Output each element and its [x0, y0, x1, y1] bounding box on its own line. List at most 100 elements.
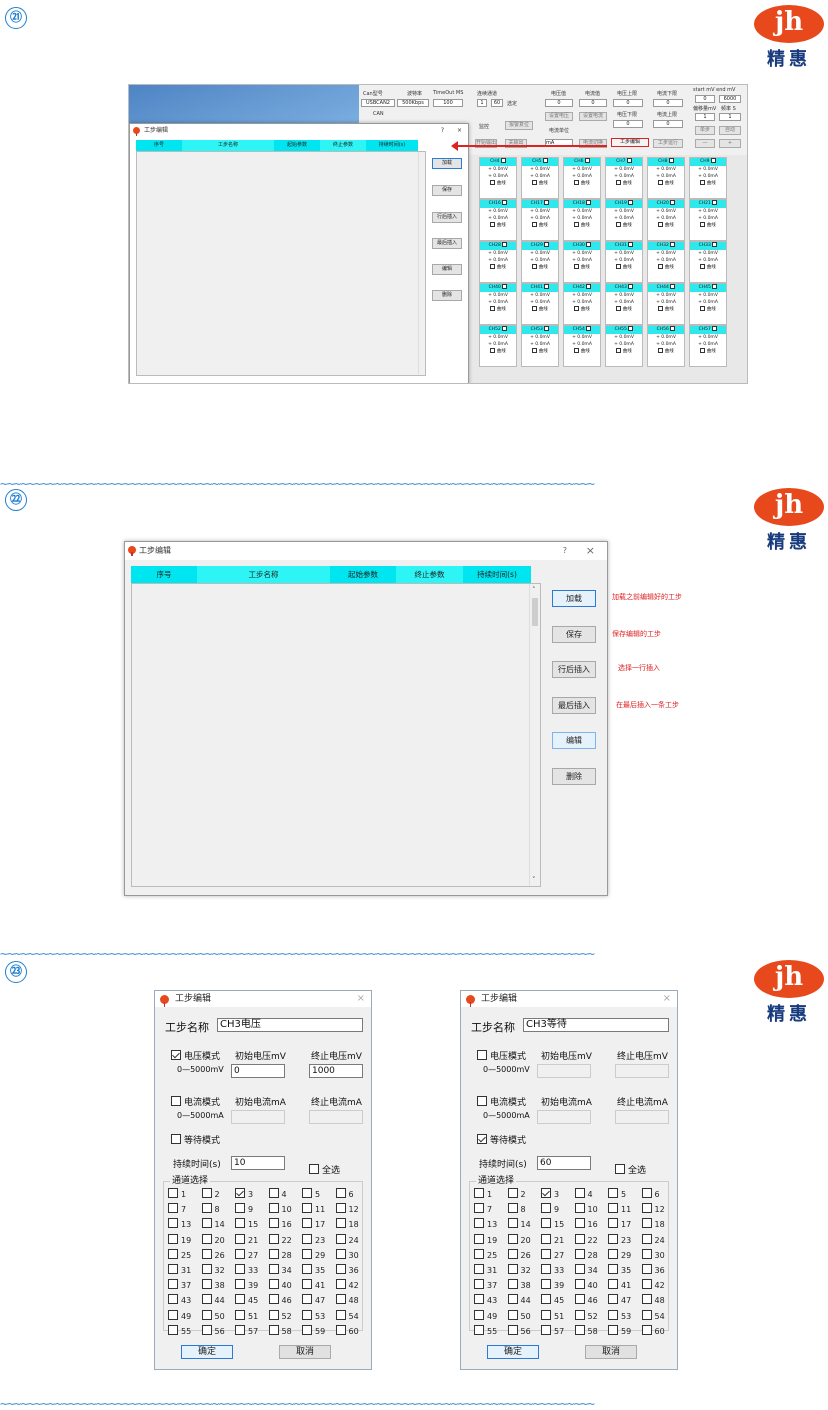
- curve-checkbox[interactable]: [658, 264, 664, 269]
- channel-checkbox[interactable]: [500, 158, 506, 163]
- channel-checkbox-12[interactable]: 12: [641, 1203, 665, 1214]
- channel-checkbox-48[interactable]: 48: [335, 1294, 359, 1305]
- channel-checkbox-26[interactable]: 26: [507, 1248, 531, 1260]
- channel-checkbox-1[interactable]: 1: [168, 1188, 186, 1199]
- curve-checkbox[interactable]: [532, 264, 538, 269]
- curve-checkbox[interactable]: [532, 306, 538, 311]
- channel-checkbox[interactable]: [586, 200, 592, 205]
- current-mode-checkbox[interactable]: 电流模式: [171, 1095, 220, 1108]
- channel-checkbox[interactable]: [586, 326, 592, 331]
- channel-header[interactable]: CH53: [522, 326, 558, 334]
- channel-curve[interactable]: 曲线: [648, 180, 684, 187]
- alarm-reset-button[interactable]: 报警复位: [505, 121, 533, 130]
- cont-to-input[interactable]: 60: [491, 99, 503, 107]
- curve-checkbox[interactable]: [574, 264, 580, 269]
- channel-checkbox-39[interactable]: 39: [541, 1279, 564, 1290]
- channel-checkbox-9[interactable]: 9: [541, 1203, 559, 1214]
- table-scrollbar[interactable]: [418, 152, 425, 374]
- channel-header[interactable]: CH56: [648, 326, 684, 334]
- channel-checkbox[interactable]: [502, 284, 508, 289]
- close-icon[interactable]: ×: [585, 544, 595, 557]
- channel-header[interactable]: CH5: [522, 158, 558, 166]
- channel-checkbox-59[interactable]: 59: [608, 1324, 631, 1336]
- channel-checkbox-16[interactable]: 16: [574, 1218, 598, 1229]
- channel-checkbox[interactable]: [628, 200, 634, 205]
- curve-checkbox[interactable]: [490, 306, 496, 311]
- cont-from-input[interactable]: 1: [477, 99, 487, 107]
- channel-checkbox-7[interactable]: 7: [474, 1203, 492, 1214]
- channel-checkbox-1[interactable]: 1: [474, 1188, 492, 1199]
- ok-button[interactable]: 确定: [487, 1345, 539, 1359]
- channel-checkbox-45[interactable]: 45: [235, 1294, 258, 1305]
- channel-checkbox-27[interactable]: 27: [541, 1248, 564, 1260]
- channel-checkbox[interactable]: [626, 158, 632, 163]
- channel-checkbox-20[interactable]: 20: [507, 1233, 531, 1245]
- insert-last-button[interactable]: 最后插入: [432, 238, 462, 249]
- channel-checkbox-57[interactable]: 57: [541, 1324, 564, 1336]
- curve-checkbox[interactable]: [490, 222, 496, 227]
- channel-checkbox-40[interactable]: 40: [268, 1279, 292, 1290]
- channel-checkbox-58[interactable]: 58: [574, 1324, 598, 1336]
- duration-input[interactable]: 60: [537, 1156, 591, 1170]
- channel-checkbox[interactable]: [670, 200, 676, 205]
- channel-checkbox-52[interactable]: 52: [574, 1309, 598, 1321]
- end-mv-input[interactable]: 6000: [719, 95, 741, 103]
- checkbox-box[interactable]: [171, 1050, 181, 1060]
- channel-checkbox-53[interactable]: 53: [608, 1309, 631, 1321]
- channel-header[interactable]: CH29: [522, 242, 558, 250]
- v-lower-input[interactable]: 0: [613, 120, 643, 128]
- channel-curve[interactable]: 曲线: [480, 306, 516, 313]
- insert-after-button[interactable]: 行后插入: [552, 661, 596, 678]
- channel-header[interactable]: CH7: [606, 158, 642, 166]
- channel-header[interactable]: CH19: [606, 200, 642, 208]
- channel-checkbox[interactable]: [712, 284, 718, 289]
- start-output-button[interactable]: 开始输出: [475, 139, 497, 148]
- channel-checkbox[interactable]: [628, 326, 634, 331]
- channel-curve[interactable]: 曲线: [648, 306, 684, 313]
- step-table-body[interactable]: [136, 151, 426, 376]
- close-icon[interactable]: ×: [456, 127, 462, 134]
- channel-checkbox-3[interactable]: 3: [235, 1188, 253, 1199]
- insert-after-button[interactable]: 行后插入: [432, 212, 462, 223]
- channel-checkbox-38[interactable]: 38: [201, 1279, 225, 1290]
- channel-checkbox-42[interactable]: 42: [335, 1279, 359, 1290]
- start-mv-input[interactable]: 0: [695, 95, 715, 103]
- checkbox-box[interactable]: [615, 1164, 625, 1174]
- channel-checkbox-22[interactable]: 22: [268, 1233, 292, 1245]
- curve-checkbox[interactable]: [616, 222, 622, 227]
- channel-checkbox-18[interactable]: 18: [641, 1218, 665, 1229]
- init-current-input[interactable]: [537, 1110, 591, 1124]
- channel-checkbox-41[interactable]: 41: [608, 1279, 631, 1290]
- delete-button[interactable]: 删除: [552, 768, 596, 785]
- single-step-button[interactable]: 单步: [695, 126, 715, 135]
- channel-checkbox-26[interactable]: 26: [201, 1248, 225, 1260]
- channel-curve[interactable]: 曲线: [522, 222, 558, 229]
- channel-checkbox-29[interactable]: 29: [608, 1248, 631, 1260]
- curve-checkbox[interactable]: [658, 306, 664, 311]
- init-voltage-input[interactable]: [537, 1064, 591, 1078]
- channel-checkbox-35[interactable]: 35: [302, 1264, 325, 1275]
- curve-checkbox[interactable]: [490, 348, 496, 353]
- channel-checkbox-32[interactable]: 32: [507, 1264, 531, 1275]
- curve-checkbox[interactable]: [532, 222, 538, 227]
- channel-header[interactable]: CH54: [564, 326, 600, 334]
- channel-checkbox-44[interactable]: 44: [201, 1294, 225, 1305]
- channel-checkbox-10[interactable]: 10: [574, 1203, 598, 1214]
- channel-checkbox[interactable]: [544, 284, 550, 289]
- set-current-button[interactable]: 设置电流: [579, 112, 607, 121]
- curve-checkbox[interactable]: [616, 306, 622, 311]
- channel-checkbox-24[interactable]: 24: [641, 1233, 665, 1245]
- channel-checkbox-56[interactable]: 56: [201, 1324, 225, 1336]
- save-button[interactable]: 保存: [432, 185, 462, 196]
- channel-curve[interactable]: 曲线: [690, 222, 726, 229]
- scroll-thumb[interactable]: [532, 598, 538, 626]
- channel-checkbox-29[interactable]: 29: [302, 1248, 325, 1260]
- i-lower-input[interactable]: 0: [653, 99, 683, 107]
- channel-checkbox[interactable]: [628, 284, 634, 289]
- channel-checkbox[interactable]: [712, 242, 718, 247]
- current-value-input[interactable]: 0: [579, 99, 607, 107]
- channel-checkbox-14[interactable]: 14: [201, 1218, 225, 1229]
- step-mv-input[interactable]: 1: [695, 113, 715, 121]
- channel-curve[interactable]: 曲线: [690, 180, 726, 187]
- save-button[interactable]: 保存: [552, 626, 596, 643]
